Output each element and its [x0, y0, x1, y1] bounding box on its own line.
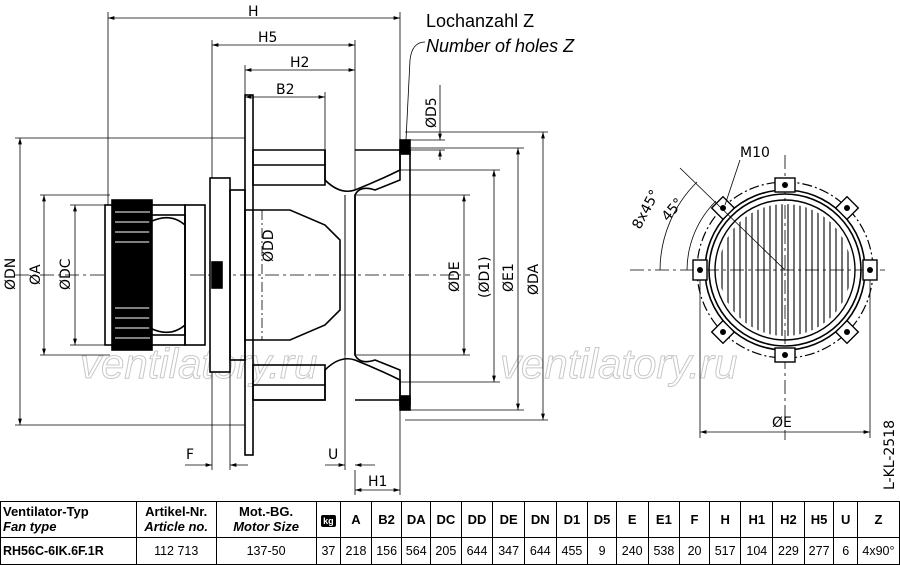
weight-icon: kg [321, 514, 336, 527]
cell-article: 112 713 [135, 536, 217, 565]
dim-e: ØE [772, 415, 792, 431]
dim-h1: H1 [368, 474, 387, 490]
watermark-right: ventilatory.ru [500, 340, 737, 387]
col-motor: Mot.-BG.Motor Size [215, 501, 317, 538]
table-cell: 6 [833, 536, 858, 565]
technical-drawing: ventilatory.ru ventilatory.ru [3, 4, 898, 495]
table-cell: 229 [772, 536, 805, 565]
dim-dc: ØDC [58, 258, 74, 290]
col-header: D5 [587, 501, 617, 538]
horizontal-dimensions [107, 12, 401, 495]
table-cell: 104 [740, 536, 774, 565]
cell-fan-type: RH56C-6IK.6F.1R [0, 536, 137, 565]
dim-de: ØDE [447, 261, 463, 292]
cell-motor: 137-50 [215, 536, 317, 565]
table-cell: 205 [430, 536, 462, 565]
dim-h2: H2 [290, 55, 309, 71]
col-weight: kg [315, 501, 342, 538]
table-cell: 564 [401, 536, 432, 565]
dim-d1: (ØD1) [477, 256, 493, 298]
table-cell: 455 [555, 536, 589, 565]
dim-dn: ØDN [3, 258, 19, 290]
table-cell: 218 [340, 536, 372, 565]
col-header: H2 [772, 501, 805, 538]
dim-f: F [186, 447, 194, 463]
table-cell: 517 [708, 536, 742, 565]
col-header: H [708, 501, 742, 538]
thread-m10: M10 [740, 145, 770, 161]
col-header: E [615, 501, 649, 538]
dim-h5: H5 [258, 30, 277, 46]
table-cell: 277 [803, 536, 835, 565]
dim-h: H [248, 4, 259, 20]
col-header: H1 [740, 501, 774, 538]
holes-leader [405, 41, 426, 141]
table-cell: 347 [492, 536, 525, 565]
col-header: E1 [647, 501, 681, 538]
dim-b2: B2 [276, 82, 295, 98]
col-header: B2 [370, 501, 403, 538]
dim-u: U [328, 447, 338, 463]
dim-a: ØA [28, 264, 44, 285]
table-cell: 644 [460, 536, 494, 565]
col-header: U [833, 501, 858, 538]
table-cell: 538 [647, 536, 681, 565]
col-header: DA [401, 501, 432, 538]
front-view [630, 155, 885, 440]
angle-8x45: 8x45° [629, 187, 663, 232]
holes-label-en: Number of holes Z [426, 36, 575, 56]
table-cell: 4x90° [856, 536, 900, 565]
table-cell: 644 [523, 536, 557, 565]
table-cell: 240 [615, 536, 649, 565]
col-article: Artikel-Nr.Article no. [135, 501, 217, 538]
cell-weight: 37 [315, 536, 342, 565]
side-view [15, 94, 470, 456]
col-header: DN [523, 501, 557, 538]
table-cell: 156 [370, 536, 403, 565]
table-row: RH56C-6IK.6F.1R 112 713 137-50 37 218 15… [0, 536, 900, 565]
dim-da: ØDA [526, 263, 542, 295]
table-cell: 9 [587, 536, 617, 565]
dim-e1: ØE1 [501, 263, 517, 292]
col-header: DE [492, 501, 525, 538]
col-header: DC [430, 501, 462, 538]
table-cell: 20 [679, 536, 710, 565]
col-header: A [340, 501, 372, 538]
dim-d5: ØD5 [424, 97, 440, 128]
col-header: F [679, 501, 710, 538]
col-header: DD [460, 501, 494, 538]
drawing-id: L-KL-2518 [882, 420, 898, 490]
col-header: H5 [803, 501, 835, 538]
dim-dd: ØDD [261, 229, 277, 262]
col-header: D1 [555, 501, 589, 538]
holes-label-de: Lochanzahl Z [426, 11, 534, 31]
angle-45: 45° [659, 195, 687, 224]
col-header: Z [856, 501, 900, 538]
vertical-dimensions [15, 85, 548, 426]
